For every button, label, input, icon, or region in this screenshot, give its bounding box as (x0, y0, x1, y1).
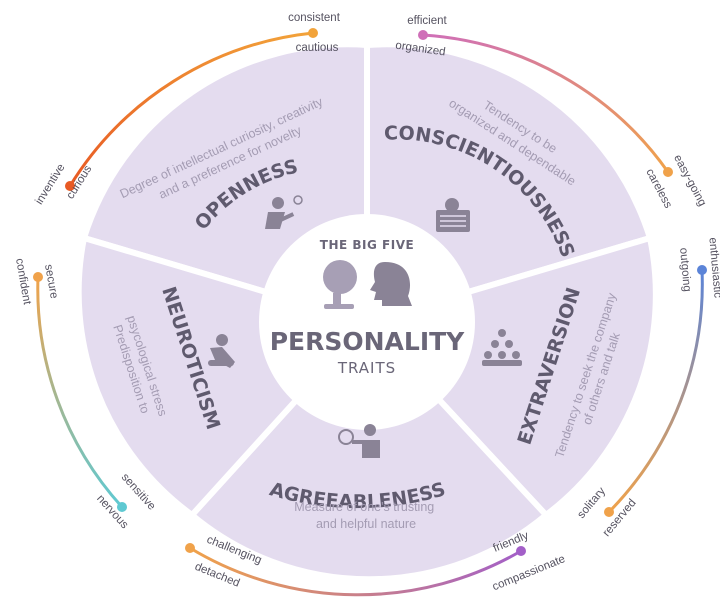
conscientiousness-scale-arc (422, 33, 670, 173)
scale-dot (308, 28, 318, 38)
openness-scale-arc (68, 31, 314, 187)
agreeableness-desc: Measure of one's trusting and helpful na… (294, 500, 437, 531)
openness-scale-inner-end: cautious (296, 42, 339, 54)
extraversion-scale-arc (607, 269, 704, 514)
agreeableness-scale-inner-label: detached (193, 561, 241, 590)
scale-dot (604, 507, 614, 517)
scale-dot (117, 502, 127, 512)
scale-dot (697, 265, 707, 275)
scale-arcs (33, 28, 707, 597)
scale-dot (516, 546, 526, 556)
conscientiousness-scale-outer-label: efficient (407, 15, 447, 27)
conscientiousness-scale-outer-end: easy-going (671, 153, 708, 208)
neuroticism-scale-inner-label: confident (13, 257, 33, 306)
scale-dot (33, 272, 43, 282)
openness-scale-outer-end: consistent (288, 12, 341, 24)
openness-scale-outer-label: inventive (33, 162, 67, 207)
neuroticism-scale-arc (36, 276, 124, 509)
reading-person-icon (265, 195, 303, 229)
heads-icon (323, 260, 412, 309)
scale-dot (418, 30, 428, 40)
agreeableness-desc-line-1: Measure of one's trusting (294, 500, 434, 514)
agreeableness-desc-line-2: and helpful nature (316, 517, 416, 531)
extraversion-scale-outer-label: enthusiastic (706, 237, 720, 299)
extraversion-scale-inner-end: reserved (601, 497, 639, 539)
center-hub: THE BIG FIVE PERSONALITY TRAITS (259, 214, 475, 430)
scale-dot (65, 181, 75, 191)
agreeableness-scale-arc (189, 546, 522, 597)
agreeableness-scale-inner-end: compassionate (491, 553, 567, 593)
neuroticism-scale-inner-end: nervous (94, 493, 130, 532)
presenter-icon (338, 424, 380, 458)
scale-dot (185, 543, 195, 553)
center-main-label: PERSONALITY (270, 327, 465, 356)
scale-dot (663, 167, 673, 177)
neuroticism-scale-outer-label: secure (42, 263, 60, 299)
audience-icon (482, 329, 522, 366)
extraversion-scale-inner-label: outgoing (677, 247, 693, 292)
newspaper-reader-icon (436, 198, 470, 232)
center-sub-label: TRAITS (337, 359, 396, 377)
extraversion-scale-outer-end: solitary (575, 485, 608, 521)
center-top-label: THE BIG FIVE (320, 238, 414, 252)
sitting-person-icon (208, 334, 235, 368)
